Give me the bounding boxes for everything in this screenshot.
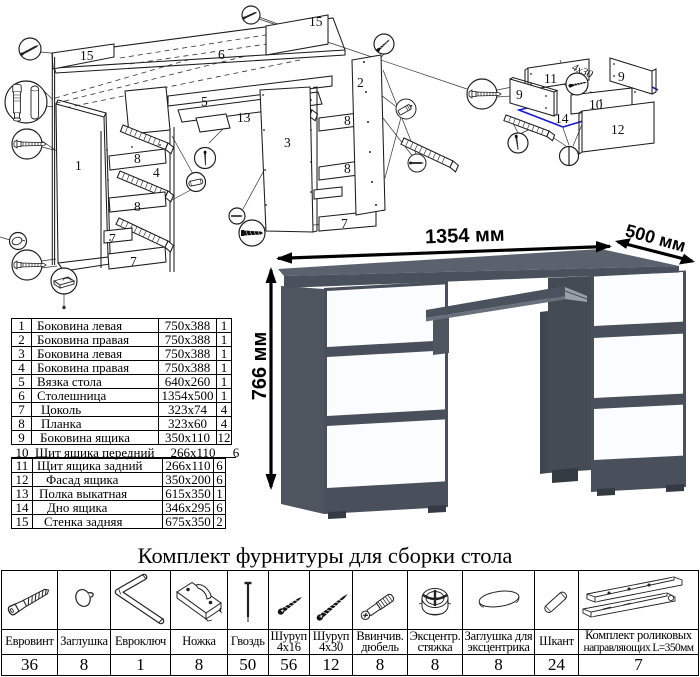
- svg-text:8: 8: [344, 113, 351, 128]
- svg-text:14: 14: [555, 111, 569, 126]
- svg-text:6: 6: [218, 47, 225, 62]
- svg-text:11: 11: [544, 71, 557, 86]
- svg-text:7: 7: [130, 254, 137, 269]
- svg-text:15: 15: [309, 14, 323, 29]
- svg-text:15: 15: [80, 48, 94, 63]
- svg-text:12: 12: [611, 122, 625, 137]
- svg-text:13: 13: [237, 110, 251, 125]
- svg-text:8: 8: [344, 161, 351, 176]
- svg-text:10: 10: [589, 97, 603, 112]
- svg-text:8: 8: [134, 151, 141, 166]
- svg-text:1354 мм: 1354 мм: [425, 224, 505, 249]
- svg-text:5: 5: [201, 94, 208, 109]
- svg-text:4: 4: [153, 165, 160, 180]
- svg-text:8: 8: [134, 199, 141, 214]
- svg-text:2: 2: [357, 75, 364, 90]
- svg-text:766 мм: 766 мм: [249, 332, 271, 401]
- svg-text:7: 7: [341, 216, 348, 231]
- svg-text:7: 7: [109, 231, 116, 246]
- svg-text:9: 9: [516, 87, 523, 102]
- svg-text:1: 1: [75, 158, 82, 173]
- svg-text:3: 3: [284, 135, 291, 150]
- svg-text:9: 9: [618, 69, 625, 84]
